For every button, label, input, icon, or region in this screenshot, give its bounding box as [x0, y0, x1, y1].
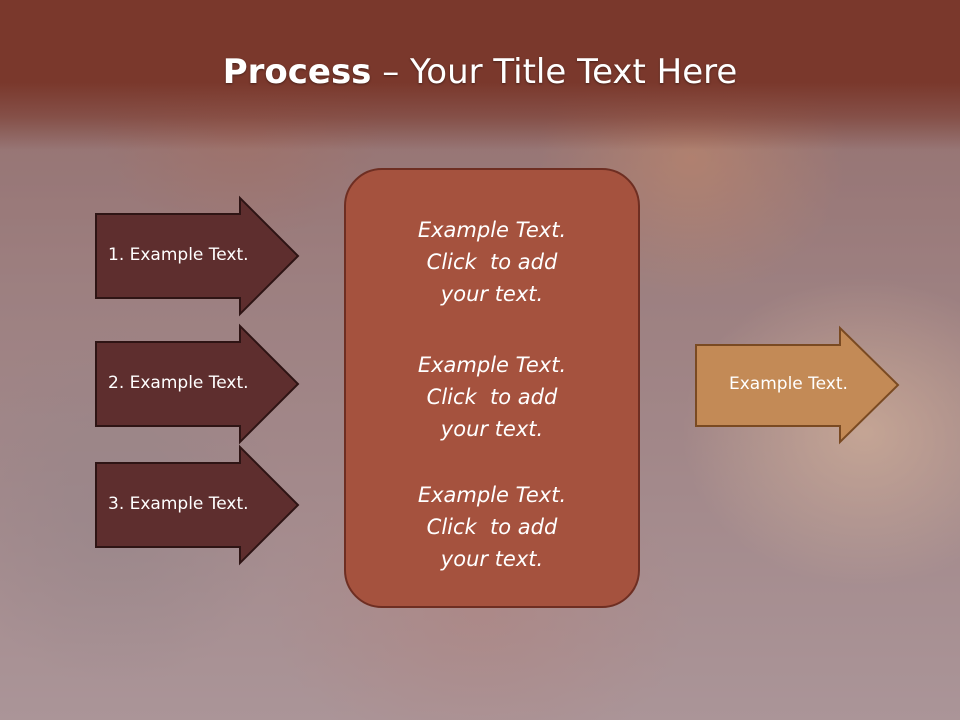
title-rest: – Your Title Text Here	[371, 52, 738, 92]
step-arrow-1[interactable]	[95, 195, 300, 317]
center-block-3-line-3: your text.	[440, 547, 544, 571]
center-text-box[interactable]: Example Text. Click to add your text. Ex…	[344, 168, 640, 608]
title-bold: Process	[222, 52, 372, 92]
step-label-2: 2. Example Text.	[108, 373, 249, 393]
center-block-3: Example Text. Click to add your text.	[346, 479, 638, 575]
center-block-2-line-1: Example Text.	[417, 353, 567, 377]
center-block-3-line-2: Click to add	[426, 515, 558, 539]
center-block-1-line-1: Example Text.	[417, 218, 567, 242]
center-block-1-line-2: Click to add	[426, 250, 558, 274]
step-label-3: 3. Example Text.	[108, 494, 249, 514]
center-block-1-line-3: your text.	[440, 282, 544, 306]
center-block-2: Example Text. Click to add your text.	[346, 349, 638, 445]
center-block-3-line-1: Example Text.	[417, 483, 567, 507]
title-band	[0, 0, 960, 150]
center-block-1: Example Text. Click to add your text.	[346, 214, 638, 310]
center-block-2-line-3: your text.	[440, 417, 544, 441]
result-arrow[interactable]	[695, 325, 900, 445]
step-label-1: 1. Example Text.	[108, 245, 249, 265]
result-label: Example Text.	[729, 374, 848, 394]
center-block-2-line-2: Click to add	[426, 385, 558, 409]
step-arrow-2[interactable]	[95, 323, 300, 445]
slide-title[interactable]: Process – Your Title Text Here	[0, 52, 960, 92]
step-arrow-3[interactable]	[95, 444, 300, 566]
